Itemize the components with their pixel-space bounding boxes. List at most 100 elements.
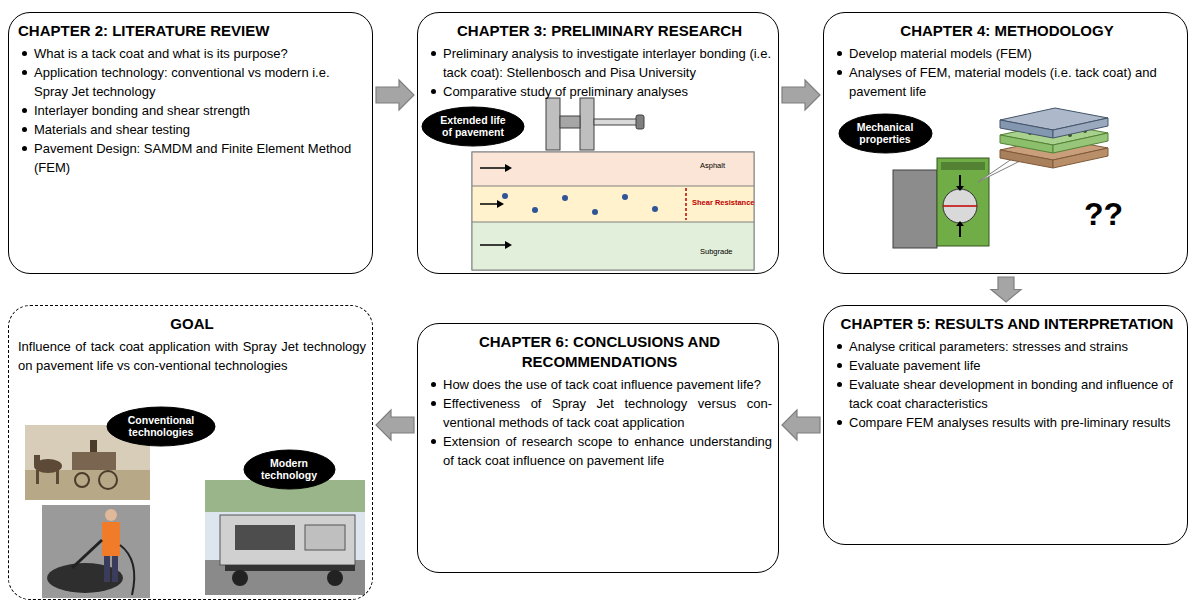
- shear-device: [943, 189, 977, 223]
- text-block: Application technology: conventional vs …: [18, 63, 366, 101]
- layered-pavement-block: [1000, 150, 1053, 168]
- text-block: Extension of research scope to enhance u…: [427, 432, 772, 470]
- bullet-dot: [431, 89, 436, 94]
- bullet-dot: [22, 70, 27, 75]
- pavement-cross-section: [505, 164, 512, 172]
- oval-callout: Extended life of pavement: [421, 106, 525, 147]
- block-arrow: [376, 80, 414, 110]
- text-block: Influence of tack coat application with …: [18, 337, 366, 375]
- chapter-box: Mechanical propertiesCHAPTER 4: METHODOL…: [823, 12, 1188, 274]
- historic-photo: [75, 473, 89, 487]
- goal-box: Conventional technologiesModern technolo…: [8, 305, 373, 600]
- manual-spraying-photo: [102, 522, 120, 556]
- pavement-cross-section: [472, 222, 754, 270]
- box-content: CHAPTER 3: PRELIMINARY RESEARCH Prelimina…: [427, 21, 772, 101]
- pavement-cross-section: [622, 194, 628, 200]
- pavement-cross-section: [685, 188, 687, 220]
- manual-spraying-photo: [42, 505, 150, 598]
- shear-device: [893, 158, 989, 248]
- layered-pavement-block: [1000, 135, 1053, 153]
- oval-fill: [422, 107, 524, 146]
- pavement-cross-section: [592, 209, 598, 215]
- shear-device: [893, 170, 937, 248]
- manual-spraying-photo: [105, 509, 117, 521]
- bullet-dot: [431, 51, 436, 56]
- oval-fill: [839, 114, 932, 153]
- pavement-cross-section: [472, 152, 754, 270]
- shear-device: [943, 205, 977, 207]
- text-block: CHAPTER 2: LITERATURE REVIEW: [18, 21, 366, 41]
- bullet-text: Application technology: conventional vs …: [34, 63, 366, 101]
- block-arrow: [376, 410, 414, 440]
- bullet-text: Interlayer bonding and shear strength: [34, 101, 366, 120]
- box-heading: CHAPTER 4: METHODOLOGY: [833, 21, 1181, 41]
- box-heading: CHAPTER 3: PRELIMINARY RESEARCH: [427, 21, 772, 41]
- bullet-dot: [837, 344, 842, 349]
- historic-photo: [72, 452, 116, 470]
- box-content: CHAPTER 5: RESULTS AND INTERPRETATION Ana…: [833, 314, 1181, 432]
- oval-label: Extended life of pavement: [438, 114, 508, 138]
- shear-device: [959, 175, 961, 186]
- bullet-dot: [837, 70, 842, 75]
- bullet-dot: [837, 363, 842, 368]
- pavement-cross-section: [652, 206, 658, 212]
- historic-photo: [25, 470, 150, 500]
- text-block: CHAPTER 3: PRELIMINARY RESEARCH: [427, 21, 772, 41]
- shear-test-jig: [580, 98, 594, 150]
- bullet-text: Comparative study of preliminary analyse…: [443, 82, 772, 101]
- text-block: CHAPTER 6: CONCLUSIONS AND RECOMMENDATIO…: [427, 332, 772, 372]
- spray-jet-truck-photo: [220, 515, 355, 565]
- pavement-cross-section: [480, 244, 505, 246]
- manual-spraying-photo: [47, 563, 123, 593]
- oval-callout: Conventional technologies: [106, 406, 216, 447]
- illustration-label: ??: [1084, 196, 1123, 233]
- bullet-text: Evaluate shear development in bonding an…: [849, 375, 1181, 413]
- text-block: Develop material models (FEM): [833, 44, 1181, 63]
- pavement-cross-section: [472, 152, 754, 270]
- text-block: Interlayer bonding and shear strength: [18, 101, 366, 120]
- bullet-text: Analyse critical parameters: stresses an…: [849, 337, 1181, 356]
- bullet-dot: [837, 382, 842, 387]
- bullet-text: Preliminary analysis to investigate inte…: [443, 44, 772, 82]
- layered-pavement-block: [1000, 120, 1053, 138]
- pavement-cross-section: [472, 186, 754, 222]
- text-block: Pavement Design: SAMDM and Finite Elemen…: [18, 139, 366, 177]
- shear-test-jig: [636, 115, 644, 129]
- text-block: Analyses of FEM, material models (i.e. t…: [833, 63, 1181, 101]
- pavement-cross-section: [472, 222, 754, 223]
- layered-pavement-block: [1000, 108, 1108, 168]
- box-content: CHAPTER 6: CONCLUSIONS AND RECOMMENDATIO…: [427, 332, 772, 470]
- text-block: GOAL: [18, 314, 366, 334]
- historic-photo: [99, 471, 117, 489]
- body-text: Influence of tack coat application with …: [18, 337, 366, 375]
- bullet-dot: [22, 51, 27, 56]
- text-block: Materials and shear testing: [18, 120, 366, 139]
- box-heading: CHAPTER 2: LITERATURE REVIEW: [18, 21, 366, 41]
- bullet-dot: [431, 401, 436, 406]
- spray-jet-truck-photo: [205, 560, 365, 595]
- text-block: Effectiveness of Spray Jet technology ve…: [427, 394, 772, 432]
- illustration-label: Shear Resistance: [692, 199, 755, 208]
- manual-spraying-photo: [42, 505, 150, 598]
- pavement-cross-section: [480, 167, 505, 169]
- pavement-cross-section: [472, 186, 754, 187]
- box-content: CHAPTER 2: LITERATURE REVIEWWhat is a ta…: [18, 21, 366, 177]
- oval-fill: [244, 450, 335, 489]
- spray-jet-truck-photo: [205, 480, 365, 595]
- text-block: Compare FEM analyses results with pre-li…: [833, 413, 1181, 432]
- text-block: Comparative study of preliminary analyse…: [427, 82, 772, 101]
- illustration-label: Subgrade: [700, 248, 733, 257]
- spray-jet-truck-photo: [205, 480, 365, 595]
- text-block: CHAPTER 5: RESULTS AND INTERPRETATION: [833, 314, 1181, 334]
- bullet-text: Develop material models (FEM): [849, 44, 1181, 63]
- bullet-dot: [22, 108, 27, 113]
- pavement-cross-section: [505, 241, 512, 249]
- shear-device: [956, 221, 964, 226]
- bullet-dot: [837, 51, 842, 56]
- pavement-cross-section: [472, 152, 754, 270]
- bullet-text: Extension of research scope to enhance u…: [443, 432, 772, 470]
- bullet-text: How does the use of tack coat influence …: [443, 375, 772, 394]
- box-content: CHAPTER 4: METHODOLOGY Develop material m…: [833, 21, 1181, 101]
- spray-jet-truck-photo: [327, 570, 343, 586]
- pavement-cross-section: [532, 207, 538, 213]
